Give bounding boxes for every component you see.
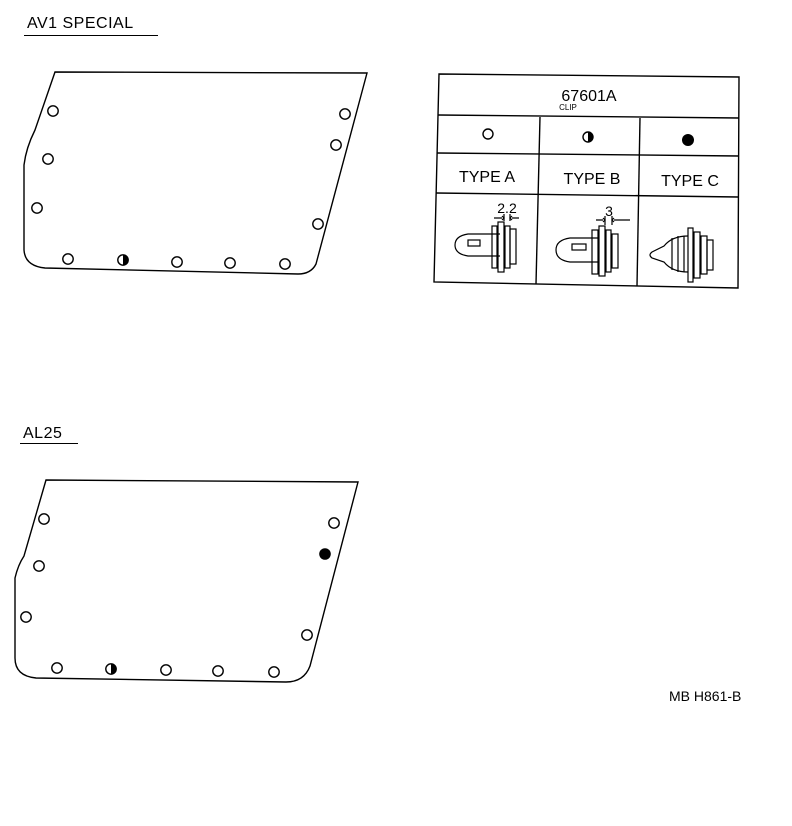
clip-type-b-marker	[105, 663, 117, 675]
half-filled-circle-icon	[582, 131, 594, 143]
clip-type-a-marker	[47, 105, 59, 117]
title-underline	[20, 443, 78, 444]
section-title-av1-special: AV1 SPECIAL	[27, 15, 134, 32]
clip-type-a-marker	[330, 139, 342, 151]
door-panel-outline	[23, 71, 368, 275]
door-panel-outline	[14, 479, 359, 683]
clip-type-a-marker	[279, 258, 291, 270]
clip-type-a-drawing	[454, 214, 519, 273]
filled-circle-icon	[682, 134, 694, 146]
clip-type-a-marker	[312, 218, 324, 230]
clip-type-a-marker	[212, 665, 224, 677]
clip-type-a-marker	[38, 513, 50, 525]
open-circle-icon	[482, 128, 494, 140]
clip-type-a-marker	[51, 662, 63, 674]
type-a-dimension: 2.2	[497, 200, 517, 216]
clip-type-c-marker	[319, 548, 331, 560]
type-c-label: TYPE C	[661, 173, 719, 190]
clip-type-a-marker	[171, 256, 183, 268]
clip-part-name: CLIP	[559, 103, 577, 112]
drawing-code: MB H861-B	[669, 688, 742, 704]
type-b-label: TYPE B	[564, 171, 621, 188]
clip-type-a-marker	[160, 664, 172, 676]
clip-type-a-marker	[62, 253, 74, 265]
clip-type-a-marker	[31, 202, 43, 214]
clip-type-b-drawing	[555, 216, 630, 277]
clip-type-b-marker	[117, 254, 129, 266]
clip-table-grid	[433, 73, 740, 289]
clip-type-a-marker	[328, 517, 340, 529]
type-b-dimension: 3	[605, 203, 613, 219]
clip-type-a-marker	[301, 629, 313, 641]
clip-type-a-marker	[20, 611, 32, 623]
clip-type-a-marker	[33, 560, 45, 572]
clip-type-c-drawing	[649, 227, 714, 283]
title-underline	[24, 35, 158, 36]
section-title-al25: AL25	[23, 425, 63, 442]
clip-type-a-marker	[268, 666, 280, 678]
clip-type-a-marker	[42, 153, 54, 165]
clip-type-a-marker	[224, 257, 236, 269]
type-a-label: TYPE A	[459, 169, 515, 186]
clip-type-a-marker	[339, 108, 351, 120]
clip-part-number: 67601A	[561, 88, 616, 105]
